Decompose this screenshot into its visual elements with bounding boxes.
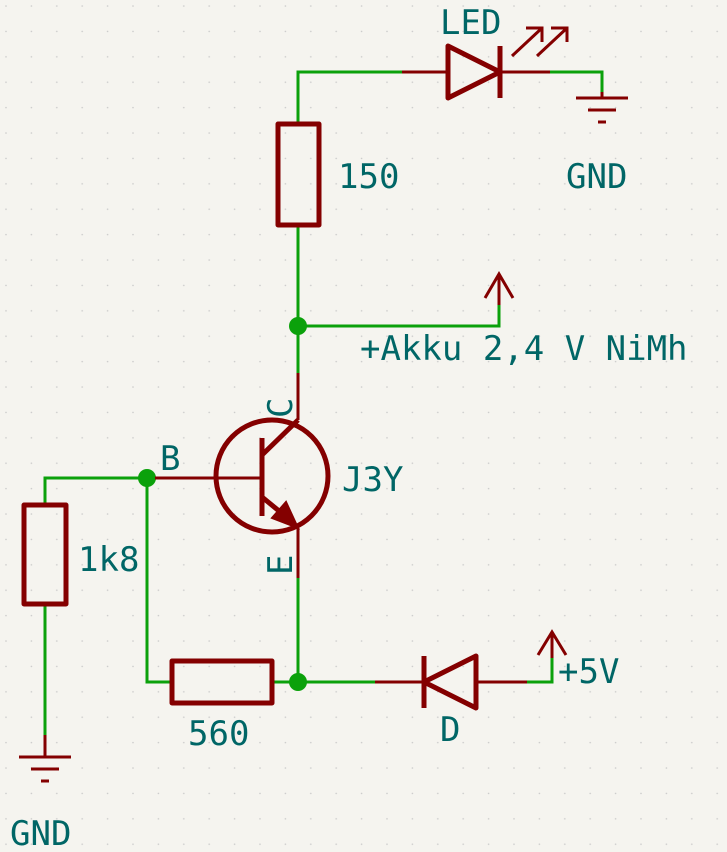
akku-supply-arrow bbox=[483, 271, 515, 305]
gnd-top-label: GND bbox=[566, 157, 627, 197]
wire-base-to-r1k8 bbox=[43, 476, 149, 505]
gnd-symbol-top bbox=[576, 92, 628, 124]
diode-d[interactable] bbox=[375, 653, 527, 711]
junction-base-node bbox=[138, 469, 156, 487]
transistor-pin-c: C bbox=[261, 398, 301, 418]
resistor-1k8-label: 1k8 bbox=[78, 540, 139, 580]
transistor-npn[interactable] bbox=[155, 373, 331, 578]
transistor-pin-e: E bbox=[261, 555, 301, 575]
wire-base-to-r560 bbox=[145, 476, 172, 684]
junction-emitter-node bbox=[289, 673, 307, 691]
5v-supply-arrow bbox=[536, 629, 568, 658]
gnd-bottom-label: GND bbox=[10, 814, 71, 852]
resistor-1k8[interactable] bbox=[21, 502, 69, 607]
wire-led-to-r150 bbox=[296, 70, 404, 124]
wire-node-to-akku bbox=[296, 303, 501, 328]
resistor-150[interactable] bbox=[275, 121, 322, 228]
resistor-560[interactable] bbox=[169, 658, 275, 706]
gnd-symbol-bottom bbox=[19, 735, 71, 783]
led-label: LED bbox=[440, 3, 501, 43]
wire-led-to-gnd bbox=[548, 70, 604, 94]
led-light-arrows bbox=[510, 26, 569, 58]
wires bbox=[43, 70, 604, 737]
diode-label: D bbox=[440, 710, 460, 750]
transistor-label: J3Y bbox=[342, 460, 403, 500]
akku-supply-label: +Akku 2,4 V NiMh bbox=[360, 329, 688, 369]
resistor-560-label: 560 bbox=[188, 714, 249, 754]
led-symbol[interactable] bbox=[402, 26, 569, 101]
emitter-arrow bbox=[270, 500, 300, 530]
5v-supply-label: +5V bbox=[558, 652, 619, 692]
junction-collector-node bbox=[289, 317, 307, 335]
wire-diode-to-5v bbox=[525, 656, 554, 684]
resistor-150-label: 150 bbox=[338, 157, 399, 197]
transistor-pin-b: B bbox=[160, 439, 180, 479]
